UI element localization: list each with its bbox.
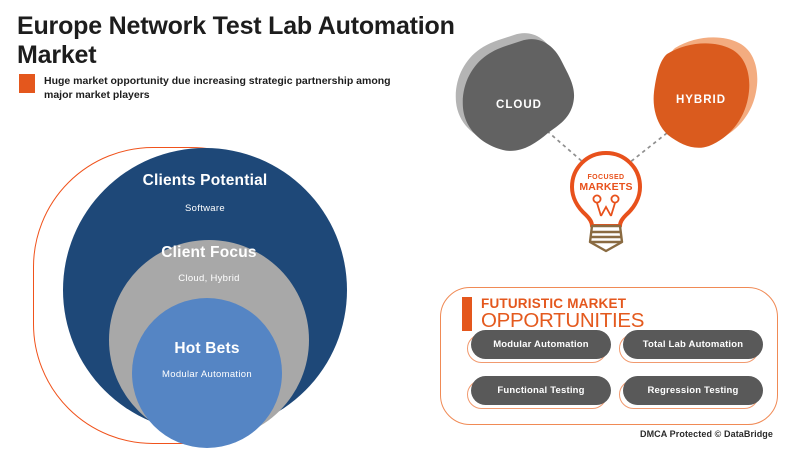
cloud-label: CLOUD: [496, 99, 542, 111]
bulb-base: [588, 224, 624, 253]
page-subtitle: Huge market opportunity due increasing s…: [44, 75, 391, 102]
panel-title-line1: FUTURISTIC MARKET: [481, 296, 627, 311]
connector-hybrid-to-bulb: [628, 132, 668, 164]
connector-cloud-to-bulb: [546, 130, 585, 164]
hot-bets-title: Hot Bets: [174, 340, 240, 357]
pill-total-lab-automation: Total Lab Automation: [623, 330, 763, 359]
circle-hot-bets: [132, 298, 282, 448]
opportunities-panel: FUTURISTIC MARKET OPPORTUNITIES Modular …: [440, 287, 778, 425]
bulb-text-focused: FOCUSED: [587, 174, 624, 181]
hybrid-node: HYBRID: [653, 37, 758, 148]
panel-accent-bar: [462, 297, 472, 331]
hybrid-blob-icon: [653, 43, 750, 148]
opportunity-item: Modular Automation: [467, 330, 611, 363]
clients-potential-title: Clients Potential: [142, 172, 268, 189]
bullet-square-icon: [19, 74, 35, 93]
client-circles-diagram: Clients Potential Software Client Focus …: [33, 147, 347, 448]
hybrid-label: HYBRID: [676, 94, 726, 106]
bulb-text-markets: MARKETS: [579, 181, 632, 193]
dmca-notice: DMCA Protected © DataBridge: [639, 429, 773, 439]
lightbulb-icon: FOCUSED MARKETS: [570, 151, 642, 253]
clients-potential-subtitle: Software: [185, 203, 225, 214]
client-focus-subtitle: Cloud, Hybrid: [178, 273, 240, 284]
opportunity-item: Total Lab Automation: [619, 330, 763, 363]
page-title: Europe Network Test Lab Automation Marke…: [17, 12, 455, 70]
opportunities-grid: Modular Automation Total Lab Automation …: [467, 330, 763, 409]
panel-title-line2: OPPORTUNITIES: [481, 309, 645, 332]
hot-bets-subtitle: Modular Automation: [162, 369, 252, 380]
pill-regression-testing: Regression Testing: [623, 376, 763, 405]
bulb-filament: [592, 194, 620, 217]
subtitle-row: Huge market opportunity due increasing s…: [19, 74, 419, 102]
pill-functional-testing: Functional Testing: [471, 376, 611, 405]
focused-markets-diagram: CLOUD HYBRID: [455, 33, 758, 253]
pill-modular-automation: Modular Automation: [471, 330, 611, 359]
cloud-node: CLOUD: [455, 33, 575, 151]
opportunity-item: Regression Testing: [619, 376, 763, 409]
opportunity-item: Functional Testing: [467, 376, 611, 409]
client-focus-title: Client Focus: [161, 244, 257, 261]
cloud-blob-icon: [462, 39, 575, 151]
